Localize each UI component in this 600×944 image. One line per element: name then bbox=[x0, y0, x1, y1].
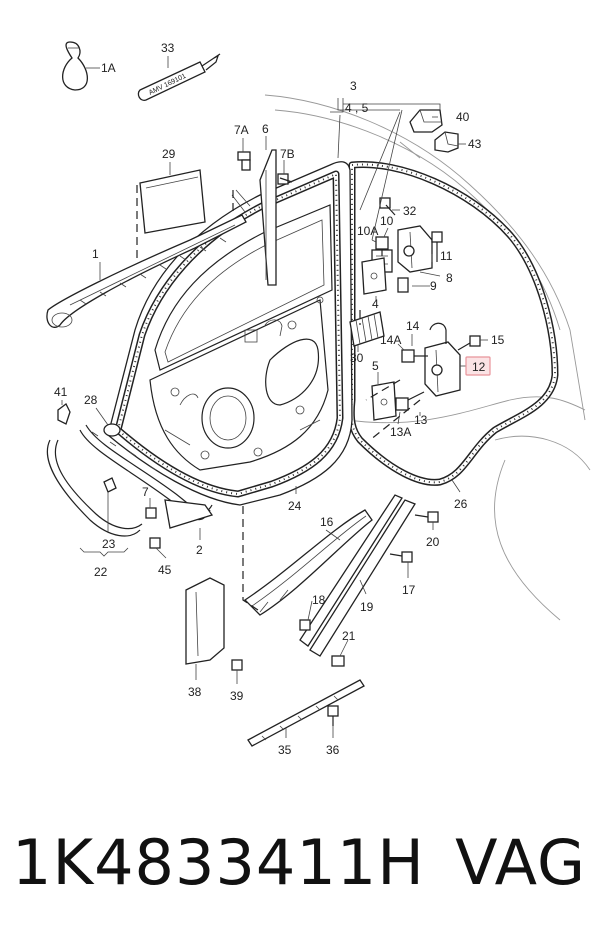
clip-40 bbox=[409, 109, 443, 133]
bolt-20 bbox=[414, 511, 439, 523]
bolt-10 bbox=[375, 236, 389, 256]
label-3: 3 bbox=[350, 79, 357, 93]
label-6: 6 bbox=[262, 122, 269, 136]
parts-diagram: 1A 33 40 43 3 4 , 5 7A 6 7B 29 32 10 10A… bbox=[46, 41, 591, 757]
label-8: 8 bbox=[446, 271, 453, 285]
label-14: 14 bbox=[406, 319, 420, 333]
label-9: 9 bbox=[430, 279, 437, 293]
bolt-14a bbox=[401, 349, 428, 363]
label-32: 32 bbox=[403, 204, 417, 218]
strip-2 bbox=[164, 499, 214, 529]
label-17: 17 bbox=[402, 583, 416, 597]
label-4: 4 bbox=[372, 297, 379, 311]
bolt-13 bbox=[395, 391, 425, 411]
plate-4 bbox=[361, 257, 387, 295]
label-40: 40 bbox=[456, 110, 470, 124]
bolt-18 bbox=[299, 619, 311, 631]
trim-strip-22 bbox=[46, 424, 213, 537]
window-rail-19 bbox=[299, 494, 416, 657]
bolt-7b bbox=[277, 173, 293, 185]
clip-43 bbox=[434, 131, 459, 153]
label-7: 7 bbox=[142, 485, 149, 499]
bushing-9 bbox=[397, 277, 409, 293]
label-20: 20 bbox=[426, 535, 440, 549]
label-1: 1 bbox=[92, 247, 99, 261]
label-23: 23 bbox=[102, 537, 116, 551]
bolt-7a bbox=[237, 151, 251, 171]
highlight-box-12 bbox=[465, 356, 491, 376]
label-28: 28 bbox=[84, 393, 98, 407]
label-5: 5 bbox=[372, 359, 379, 373]
leader-lines bbox=[61, 56, 488, 738]
hinge-lower-12 bbox=[424, 322, 461, 397]
label-33: 33 bbox=[161, 41, 175, 55]
bolt-32 bbox=[379, 197, 396, 216]
window-guide-6 bbox=[259, 149, 277, 286]
plate-5 bbox=[371, 381, 397, 421]
window-seal-strip-1 bbox=[46, 189, 251, 328]
label-26: 26 bbox=[454, 497, 468, 511]
insulation-pad-29 bbox=[139, 169, 206, 234]
label-39: 39 bbox=[230, 689, 244, 703]
footer: 1K4833411H VAG bbox=[0, 826, 600, 926]
label-43: 43 bbox=[468, 137, 482, 151]
clip-41 bbox=[57, 403, 71, 425]
part-number: 1K4833411H bbox=[12, 826, 425, 899]
screw-39 bbox=[231, 659, 243, 671]
grommet-28 bbox=[103, 423, 121, 437]
label-11: 11 bbox=[440, 249, 453, 263]
strip-35 bbox=[247, 679, 365, 747]
label-12: 12 bbox=[472, 360, 486, 374]
label-13a: 13A bbox=[390, 425, 411, 439]
label-21: 21 bbox=[342, 629, 356, 643]
label-14a: 14A bbox=[380, 333, 401, 347]
bolt-45 bbox=[149, 537, 161, 549]
bolt-15 bbox=[457, 335, 481, 351]
label-16: 16 bbox=[320, 515, 334, 529]
label-24: 24 bbox=[288, 499, 302, 513]
brand-name: VAG bbox=[455, 826, 586, 899]
bolt-36 bbox=[327, 705, 339, 726]
label-13: 13 bbox=[414, 413, 428, 427]
grease-tube-33 bbox=[137, 53, 221, 101]
buffer-30 bbox=[349, 311, 385, 347]
label-35: 35 bbox=[278, 743, 292, 757]
label-41: 41 bbox=[54, 385, 68, 399]
body-door-seal bbox=[347, 160, 559, 486]
bolt-11 bbox=[431, 231, 443, 262]
label-22: 22 bbox=[94, 565, 108, 579]
label-10: 10 bbox=[380, 214, 394, 228]
bolt-7 bbox=[145, 507, 157, 519]
dashed-alignment-lines bbox=[136, 185, 421, 611]
label-7a: 7A bbox=[234, 123, 249, 137]
label-4-5: 4 , 5 bbox=[345, 101, 369, 115]
label-36: 36 bbox=[326, 743, 340, 757]
window-guide-16 bbox=[243, 509, 373, 616]
label-15: 15 bbox=[491, 333, 505, 347]
label-7b: 7B bbox=[280, 147, 295, 161]
label-10a: 10A bbox=[357, 224, 378, 238]
label-38: 38 bbox=[188, 685, 202, 699]
grease-bag-1a bbox=[61, 41, 89, 91]
label-1a: 1A bbox=[101, 61, 116, 75]
label-45: 45 bbox=[158, 563, 172, 577]
label-2: 2 bbox=[196, 543, 203, 557]
label-19: 19 bbox=[360, 600, 374, 614]
label-29: 29 bbox=[162, 147, 176, 161]
door-panel bbox=[107, 161, 353, 506]
nut-21 bbox=[331, 655, 345, 667]
label-30: 30 bbox=[350, 351, 364, 365]
label-18: 18 bbox=[312, 593, 326, 607]
bolt-17 bbox=[389, 551, 413, 563]
shield-38 bbox=[185, 577, 225, 665]
